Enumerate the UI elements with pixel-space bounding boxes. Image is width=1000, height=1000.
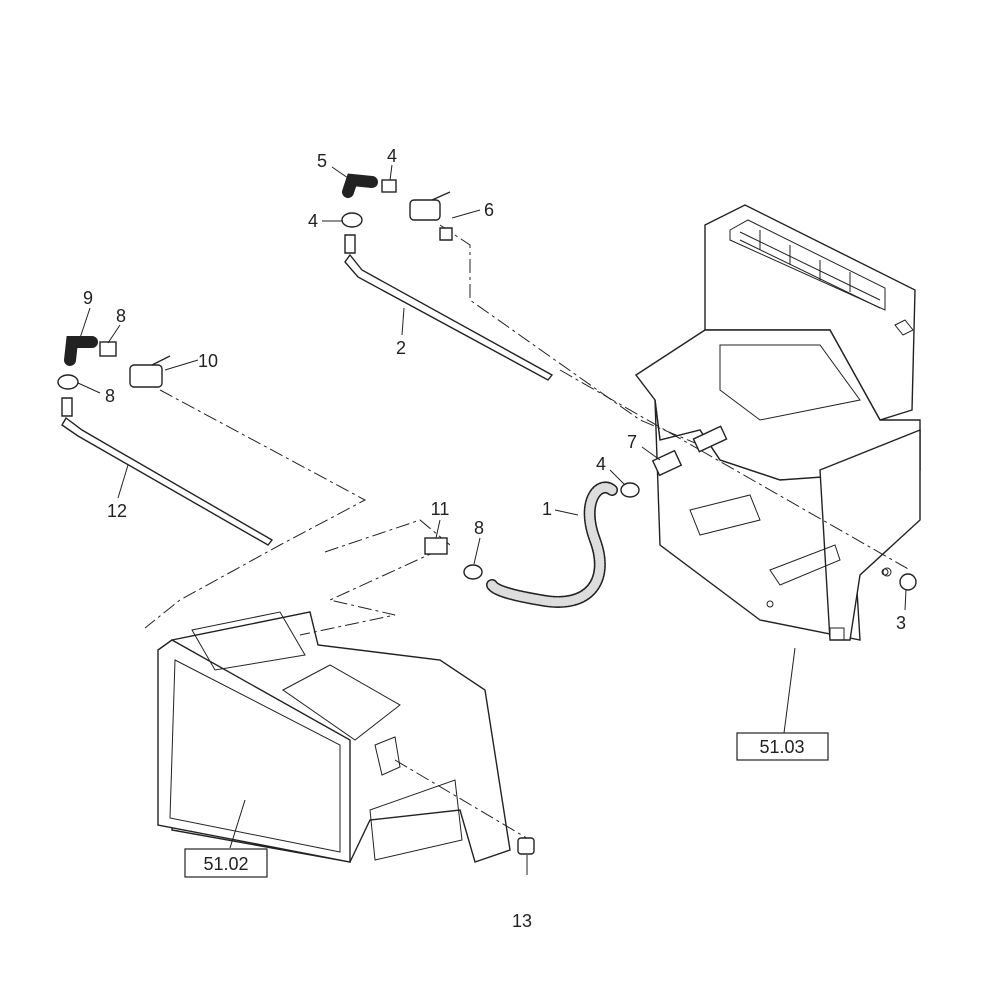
callout-5: 5	[317, 151, 327, 171]
callout-1: 1	[542, 499, 552, 519]
callout-8: 8	[474, 518, 484, 538]
reference-box-51-02[interactable]: 51.02	[184, 848, 268, 878]
callout-13: 13	[512, 911, 532, 931]
reference-box-51-03[interactable]: 51.03	[736, 732, 829, 761]
reference-label: 51.03	[759, 737, 804, 757]
callout-2: 2	[396, 338, 406, 358]
callout-4: 4	[596, 454, 606, 474]
callout-4: 4	[308, 211, 318, 231]
callout-leaders	[77, 164, 907, 875]
hose-assembly	[424, 425, 917, 855]
callout-9: 9	[83, 288, 93, 308]
callout-12: 12	[107, 501, 127, 521]
callout-10: 10	[198, 351, 218, 371]
callout-8: 8	[105, 386, 115, 406]
callout-6: 6	[484, 200, 494, 220]
left-housing	[157, 611, 511, 863]
left-valve-assembly	[57, 336, 274, 546]
right-housing	[634, 204, 921, 641]
upper-valve-assembly	[341, 173, 554, 381]
callout-8: 8	[116, 306, 126, 326]
callout-7: 7	[627, 432, 637, 452]
leader-dash-lines	[144, 224, 911, 841]
callout-3: 3	[896, 613, 906, 633]
reference-label: 51.02	[203, 854, 248, 874]
callout-11: 11	[431, 499, 450, 519]
callout-labels: 5 4 6 4 2 9 8 10 8 12 7 4 1 11 8 3 13	[83, 146, 906, 931]
callout-4: 4	[387, 146, 397, 166]
